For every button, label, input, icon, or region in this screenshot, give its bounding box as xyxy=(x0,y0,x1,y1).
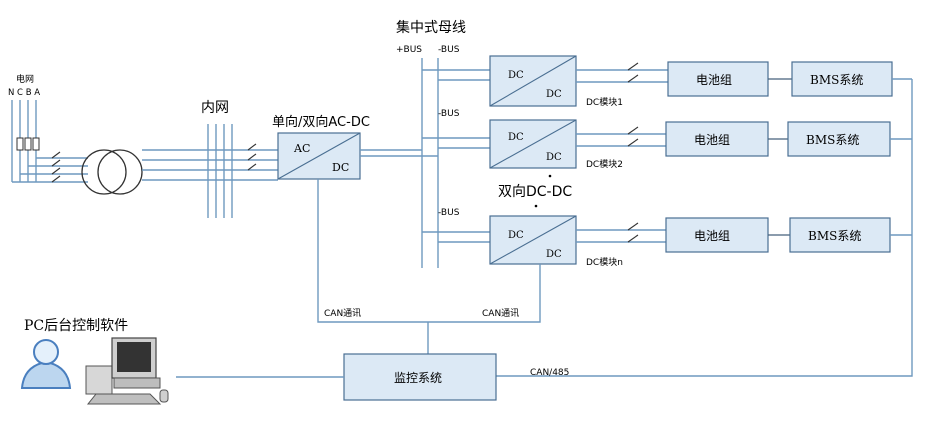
can-comm-label-right: CAN通讯 xyxy=(482,308,519,319)
grid-feed-lines xyxy=(12,157,88,183)
can-485-label: CAN/485 xyxy=(530,368,569,378)
monitor-system-box xyxy=(343,353,497,401)
acdc-dc-label: DC xyxy=(332,161,349,174)
dc-module-2-bottom: DC xyxy=(546,152,562,163)
bms-1-box xyxy=(791,61,893,97)
grid-input: 电网 N C B A xyxy=(8,73,88,183)
dc-module-2-caption: DC模块2 xyxy=(586,158,623,170)
battery-to-bms xyxy=(768,78,792,236)
dc-module-1-bottom: DC xyxy=(546,89,562,100)
dc-module-2: DC DC DC模块2 xyxy=(489,119,623,170)
acdc-converter: 单向/双向AC-DC AC DC xyxy=(272,114,370,180)
battery-n: 电池组 xyxy=(665,217,769,253)
fuse-c xyxy=(16,137,24,151)
dc-module-2-top: DC xyxy=(508,132,524,143)
acdc-ac-label: AC xyxy=(293,142,310,155)
pc-software-label: PC后台控制软件 xyxy=(24,318,128,334)
bms-n: BMS系统 xyxy=(789,217,891,253)
fuse-a xyxy=(32,137,40,151)
inner-grid-label: 内网 xyxy=(201,100,229,116)
dc-module-n-divider xyxy=(489,215,577,265)
bidir-dcdc-group: 双向DC-DC xyxy=(498,174,572,208)
dc-module-1-caption: DC模块1 xyxy=(586,96,623,108)
acdc-divider xyxy=(277,132,361,180)
dc-module-n-bottom: DC xyxy=(546,249,562,260)
transformer-coil-2 xyxy=(97,149,143,195)
battery-2-label: 电池组 xyxy=(694,133,730,147)
dc-module-2-divider xyxy=(489,119,577,169)
module-to-battery-wires xyxy=(576,69,668,243)
dc-module-1-divider xyxy=(489,55,577,107)
fuse-b xyxy=(24,137,32,151)
phase-labels: N C B A xyxy=(8,88,40,98)
monitor-system: 监控系统 xyxy=(343,353,497,401)
ellipsis-dot-1 xyxy=(548,174,552,178)
dc-module-n: DC DC DC模块n xyxy=(489,215,623,268)
phase-lines xyxy=(11,100,37,182)
grid-label: 电网 xyxy=(16,73,34,85)
battery-1: 电池组 xyxy=(667,61,769,97)
inner-grid-bus xyxy=(207,124,233,218)
battery-1-box xyxy=(667,61,769,97)
bms-2: BMS系统 xyxy=(787,121,891,157)
inner-grid-lines xyxy=(142,149,278,181)
monitor-system-label: 监控系统 xyxy=(394,371,442,385)
can-comm-loop xyxy=(317,179,541,323)
bms-n-box xyxy=(789,217,891,253)
inner-grid: 内网 xyxy=(142,100,278,218)
user-icon xyxy=(20,339,72,389)
bms-2-box xyxy=(787,121,891,157)
central-bus: 集中式母线 +BUS -BUS -BUS -BUS xyxy=(396,19,466,268)
bms-2-label: BMS系统 xyxy=(806,133,859,147)
bms-1: BMS系统 xyxy=(791,61,893,97)
inner-grid-switches xyxy=(247,143,257,171)
bms-n-label: BMS系统 xyxy=(808,229,861,243)
dc-module-1-top: DC xyxy=(508,70,524,81)
bus-to-modules xyxy=(422,69,490,243)
dc-module-1: DC DC DC模块1 xyxy=(489,55,623,108)
bus-minus-label: -BUS xyxy=(438,45,460,55)
battery-n-label: 电池组 xyxy=(694,229,730,243)
battery-2-box xyxy=(665,121,769,157)
can-comm-label-left: CAN通讯 xyxy=(324,308,361,319)
dc-module-n-top: DC xyxy=(508,230,524,241)
battery-switches xyxy=(627,62,639,243)
ellipsis-dot-2 xyxy=(534,204,538,208)
transformer xyxy=(81,149,143,195)
bms-bus xyxy=(496,78,913,377)
bidir-dcdc-label: 双向DC-DC xyxy=(498,184,572,200)
dc-module-n-caption: DC模块n xyxy=(586,256,623,268)
computer-icon xyxy=(85,337,169,405)
battery-2: 电池组 xyxy=(665,121,769,157)
acdc-title: 单向/双向AC-DC xyxy=(272,114,370,130)
dc-module-n-minus-label: -BUS xyxy=(438,208,460,218)
battery-1-label: 电池组 xyxy=(696,73,732,87)
bus-plus-label: +BUS xyxy=(396,45,422,55)
transformer-coil-1 xyxy=(81,149,127,195)
bus-title: 集中式母线 xyxy=(396,19,466,36)
acdc-to-bus xyxy=(360,149,438,157)
dc-module-2-minus-label: -BUS xyxy=(438,109,460,119)
grid-switches xyxy=(51,151,61,183)
bms-1-label: BMS系统 xyxy=(810,73,863,87)
